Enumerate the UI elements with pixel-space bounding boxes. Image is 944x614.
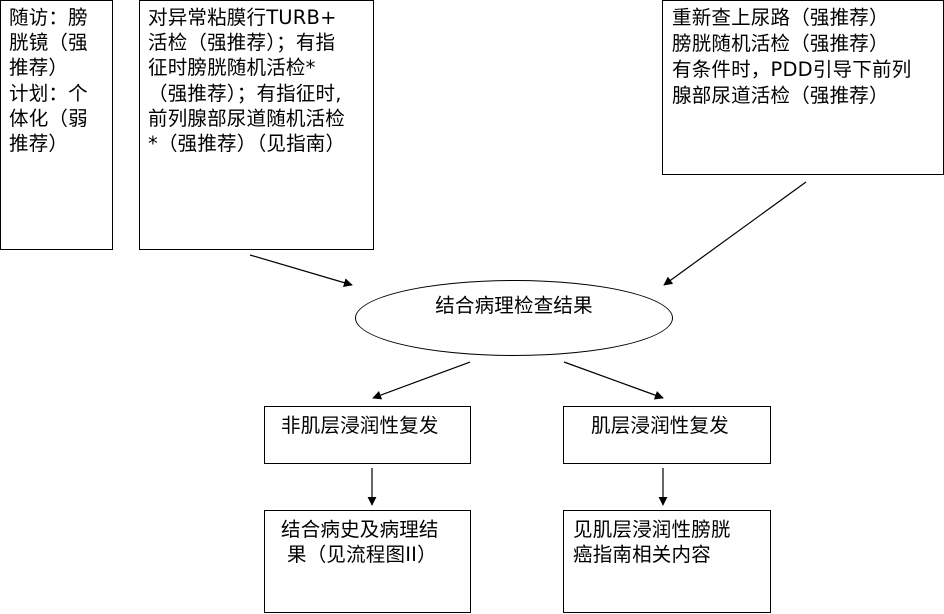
nmi-next-line-2: 果（见流程图II）	[287, 543, 437, 566]
mi-recurrence-box	[563, 406, 771, 464]
turb-line-4: （强推荐）；有指征时,	[148, 82, 342, 105]
pathology-ellipse	[355, 280, 673, 356]
turb-line-3: 征时膀胱随机活检*	[148, 56, 316, 79]
pathology-label: 结合病理检查结果	[435, 294, 593, 317]
nmi-recurrence-label: 非肌层浸润性复发	[281, 414, 439, 437]
arrow-pathology-to-mi	[563, 361, 664, 400]
turb-line-6: *（强推荐）（见指南）	[148, 132, 346, 155]
turb-line-2: 活检（强推荐）；有指	[148, 31, 336, 54]
nmi-recurrence-box	[264, 406, 471, 464]
recheck-line-4: 腺部尿道活检（强推荐）	[672, 84, 889, 107]
arrow-recheck-to-pathology	[663, 181, 807, 286]
arrow-pathology-to-nmi	[372, 361, 471, 400]
recheck-line-1: 重新查上尿路（强推荐）	[672, 6, 889, 29]
followup-line-4: 计划：个	[9, 82, 88, 105]
followup-box	[0, 0, 113, 250]
mi-recurrence-label: 肌层浸润性复发	[591, 414, 729, 437]
followup-line-3: 推荐）	[9, 56, 69, 79]
followup-line-5: 体化（弱	[9, 107, 88, 130]
followup-line-1: 随访：膀	[9, 6, 88, 29]
nmi-next-line-1: 结合病史及病理结	[281, 518, 439, 541]
turb-line-5: 前列腺部尿道随机活检	[148, 107, 346, 130]
turb-line-1: 对异常粘膜行TURB+	[148, 6, 337, 29]
followup-line-6: 推荐）	[9, 132, 69, 155]
nmi-next-box	[264, 510, 471, 613]
mi-next-box	[563, 510, 771, 613]
turb-biopsy-box	[139, 0, 374, 250]
recheck-line-2: 膀胱随机活检（强推荐）	[672, 32, 889, 55]
followup-line-2: 胱镜（强	[9, 31, 88, 54]
mi-next-line-1: 见肌层浸润性膀胱	[573, 518, 731, 541]
arrow-turb-to-pathology	[249, 254, 353, 288]
mi-next-line-2: 癌指南相关内容	[573, 543, 711, 566]
recheck-line-3: 有条件时，PDD引导下前列	[672, 58, 912, 81]
recheck-box	[662, 0, 944, 175]
